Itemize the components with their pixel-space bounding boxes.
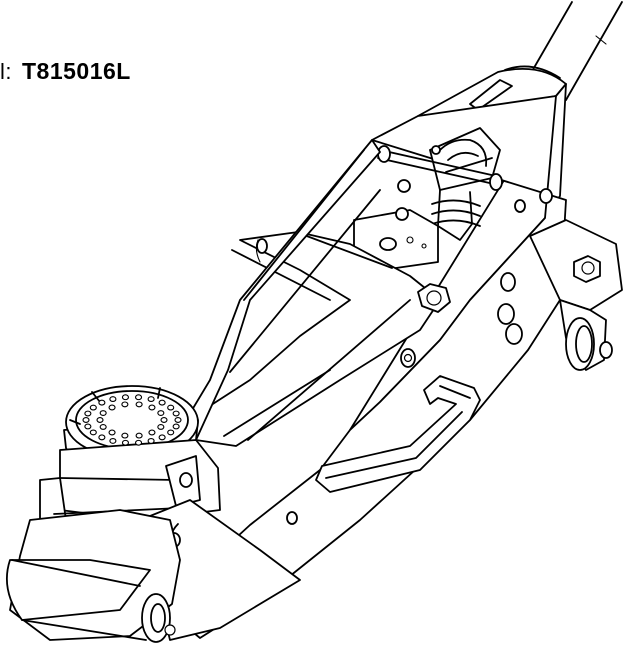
saddle-dot	[157, 410, 165, 417]
saddle-dot	[160, 417, 168, 423]
saddle-dot	[108, 404, 116, 411]
saddle-dot	[148, 404, 156, 411]
saddle-dot	[109, 396, 117, 403]
front-roller	[5, 509, 181, 643]
saddle-dot	[158, 399, 166, 406]
saddle-dot	[147, 396, 155, 403]
saddle-dot	[157, 423, 165, 430]
rear-caster	[529, 219, 623, 371]
saddle-dot	[121, 401, 129, 408]
saddle-dot	[89, 429, 97, 436]
saddle-dot	[135, 432, 143, 439]
saddle-dot	[84, 410, 92, 417]
saddle-dot	[167, 429, 175, 436]
saddle-dot	[135, 401, 143, 408]
hydraulic-mechanism	[353, 127, 503, 271]
saddle-dot	[148, 429, 156, 436]
saddle-dot	[121, 432, 129, 439]
saddle-dot	[99, 410, 107, 417]
model-prefix: l:	[0, 59, 12, 84]
saddle-dot	[96, 417, 104, 423]
saddle-dot	[134, 439, 143, 446]
model-code: T815016L	[22, 58, 131, 84]
saddle-dot	[121, 394, 130, 401]
saddle-dot	[134, 394, 143, 401]
saddle-dot	[89, 404, 97, 411]
front-assembly	[39, 439, 301, 641]
saddle-dot	[98, 399, 106, 406]
saddle-dot	[174, 417, 182, 423]
saddle-dot	[172, 423, 180, 430]
saddle-dot	[147, 437, 155, 444]
saddle-dot	[167, 404, 175, 411]
saddle-dot	[82, 417, 90, 423]
saddle-dot	[172, 410, 180, 417]
model-label: l: T815016L	[0, 58, 131, 85]
saddle-dot	[109, 437, 117, 444]
saddle-dot	[108, 429, 116, 436]
saddle-dot-pattern	[82, 394, 182, 446]
saddle-dot	[158, 434, 166, 441]
saddle-dot	[98, 434, 106, 441]
carry-handle	[315, 375, 481, 493]
frame-bolts	[256, 188, 553, 525]
lift-arm	[187, 231, 441, 447]
saddle-dot	[84, 423, 92, 430]
saddle-dot	[99, 423, 107, 430]
saddle-dot	[121, 439, 130, 446]
